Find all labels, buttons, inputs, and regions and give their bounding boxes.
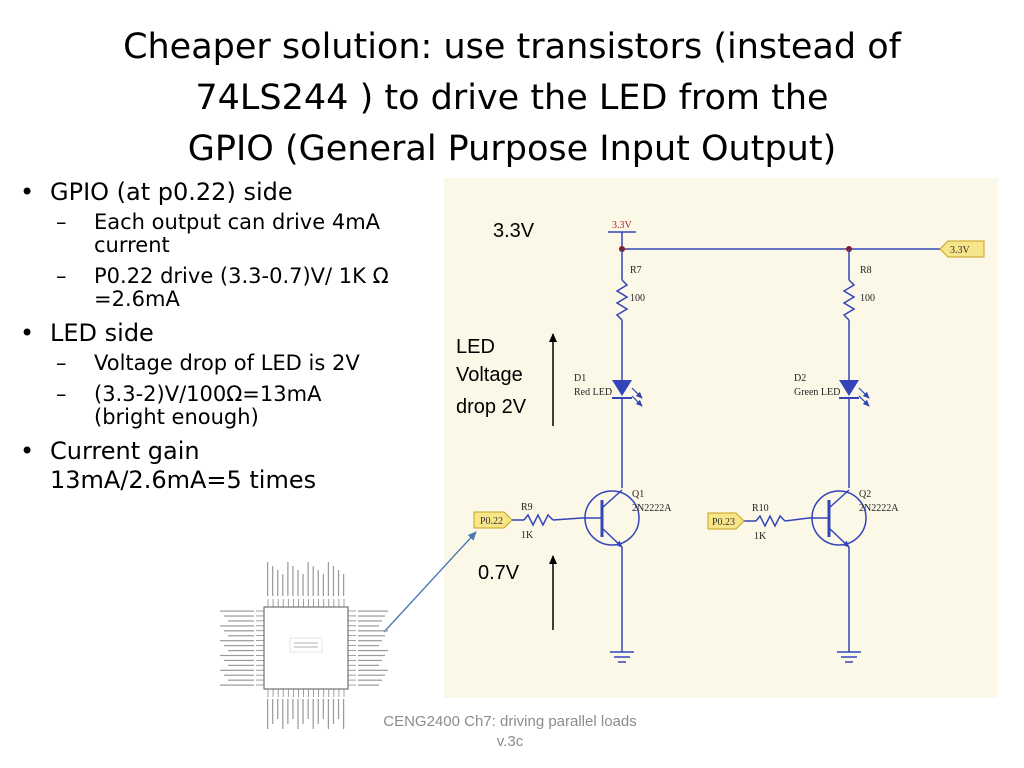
title-line-3: GPIO (General Purpose Input Output) [187,129,837,169]
r9-value: 1K [521,530,534,541]
left-branch-wires [615,249,629,652]
bullet-gpio-side: GPIO (at p0.22) side [18,178,398,207]
right-branch-wires [842,249,856,652]
d1-label: D1 [574,373,586,384]
vcc-port-right-label: 3.3V [950,245,971,256]
port-p022-label: P0.22 [480,516,503,527]
bullet-led-side: LED side [18,319,398,348]
d2-name: Green LED [794,387,840,398]
r10-value: 1K [754,531,767,542]
sub-bullet-p022-drive: P0.22 drive (3.3-0.7)V/ 1K Ω =2.6mA [18,265,398,311]
sub-bullet-led-current: (3.3-2)V/100Ω=13mA (bright enough) [18,383,398,429]
slide-title: Cheaper solution: use transistors (inste… [60,22,964,175]
transistor-q2 [809,489,867,548]
vbe-label: 0.7V [478,562,520,584]
r8-label: R8 [860,265,872,276]
pin-pointer-arrow [383,531,477,633]
d1-name: Red LED [574,387,612,398]
supply-rail [608,231,940,250]
r7-label: R7 [630,265,642,276]
led-drop-label-line2: Voltage [456,364,523,386]
q2-part: 2N2222A [859,503,899,514]
vcc-label-left: 3.3V [612,220,633,231]
ground-right [837,651,861,663]
r7-value: 100 [630,293,645,304]
supply-voltage-label: 3.3V [493,220,535,242]
title-line-1: Cheaper solution: use transistors (inste… [123,27,901,67]
sub-bullet-output-drive: Each output can drive 4mA current [18,211,398,257]
port-p023: P0.23 [707,512,745,530]
q1-label: Q1 [632,489,644,500]
r10-label: R10 [752,503,769,514]
sub-bullet-led-voltage-drop: Voltage drop of LED is 2V [18,352,398,376]
green-led-symbol [839,380,870,407]
bullet-current-gain: Current gain 13mA/2.6mA=5 times [18,437,398,495]
schematic-panel [444,178,998,698]
d2-label: D2 [794,373,806,384]
port-p022: P0.22 [473,511,513,529]
bullet-list: GPIO (at p0.22) side Each output can dri… [18,178,398,499]
microcontroller-chip [220,562,388,729]
red-led-symbol [612,380,643,407]
footer-line-2: v.3c [496,733,524,750]
slide-footer: CENG2400 Ch7: driving parallel loads v.3… [340,712,680,752]
base-wire-left [509,513,583,527]
led-drop-label-line3: drop 2V [456,396,527,418]
vcc-port-right: 3.3V [939,240,985,258]
ground-left [610,651,634,663]
port-p023-label: P0.23 [712,517,735,528]
footer-line-1: CENG2400 Ch7: driving parallel loads [383,713,637,730]
title-line-2: 74LS244 ) to drive the LED from the [195,78,829,118]
base-wire-right [742,514,810,528]
q1-part: 2N2222A [632,503,672,514]
r8-value: 100 [860,293,875,304]
r9-label: R9 [521,502,533,513]
transistor-q1 [582,489,640,548]
q2-label: Q2 [859,489,871,500]
led-drop-label-line1: LED [456,336,495,358]
